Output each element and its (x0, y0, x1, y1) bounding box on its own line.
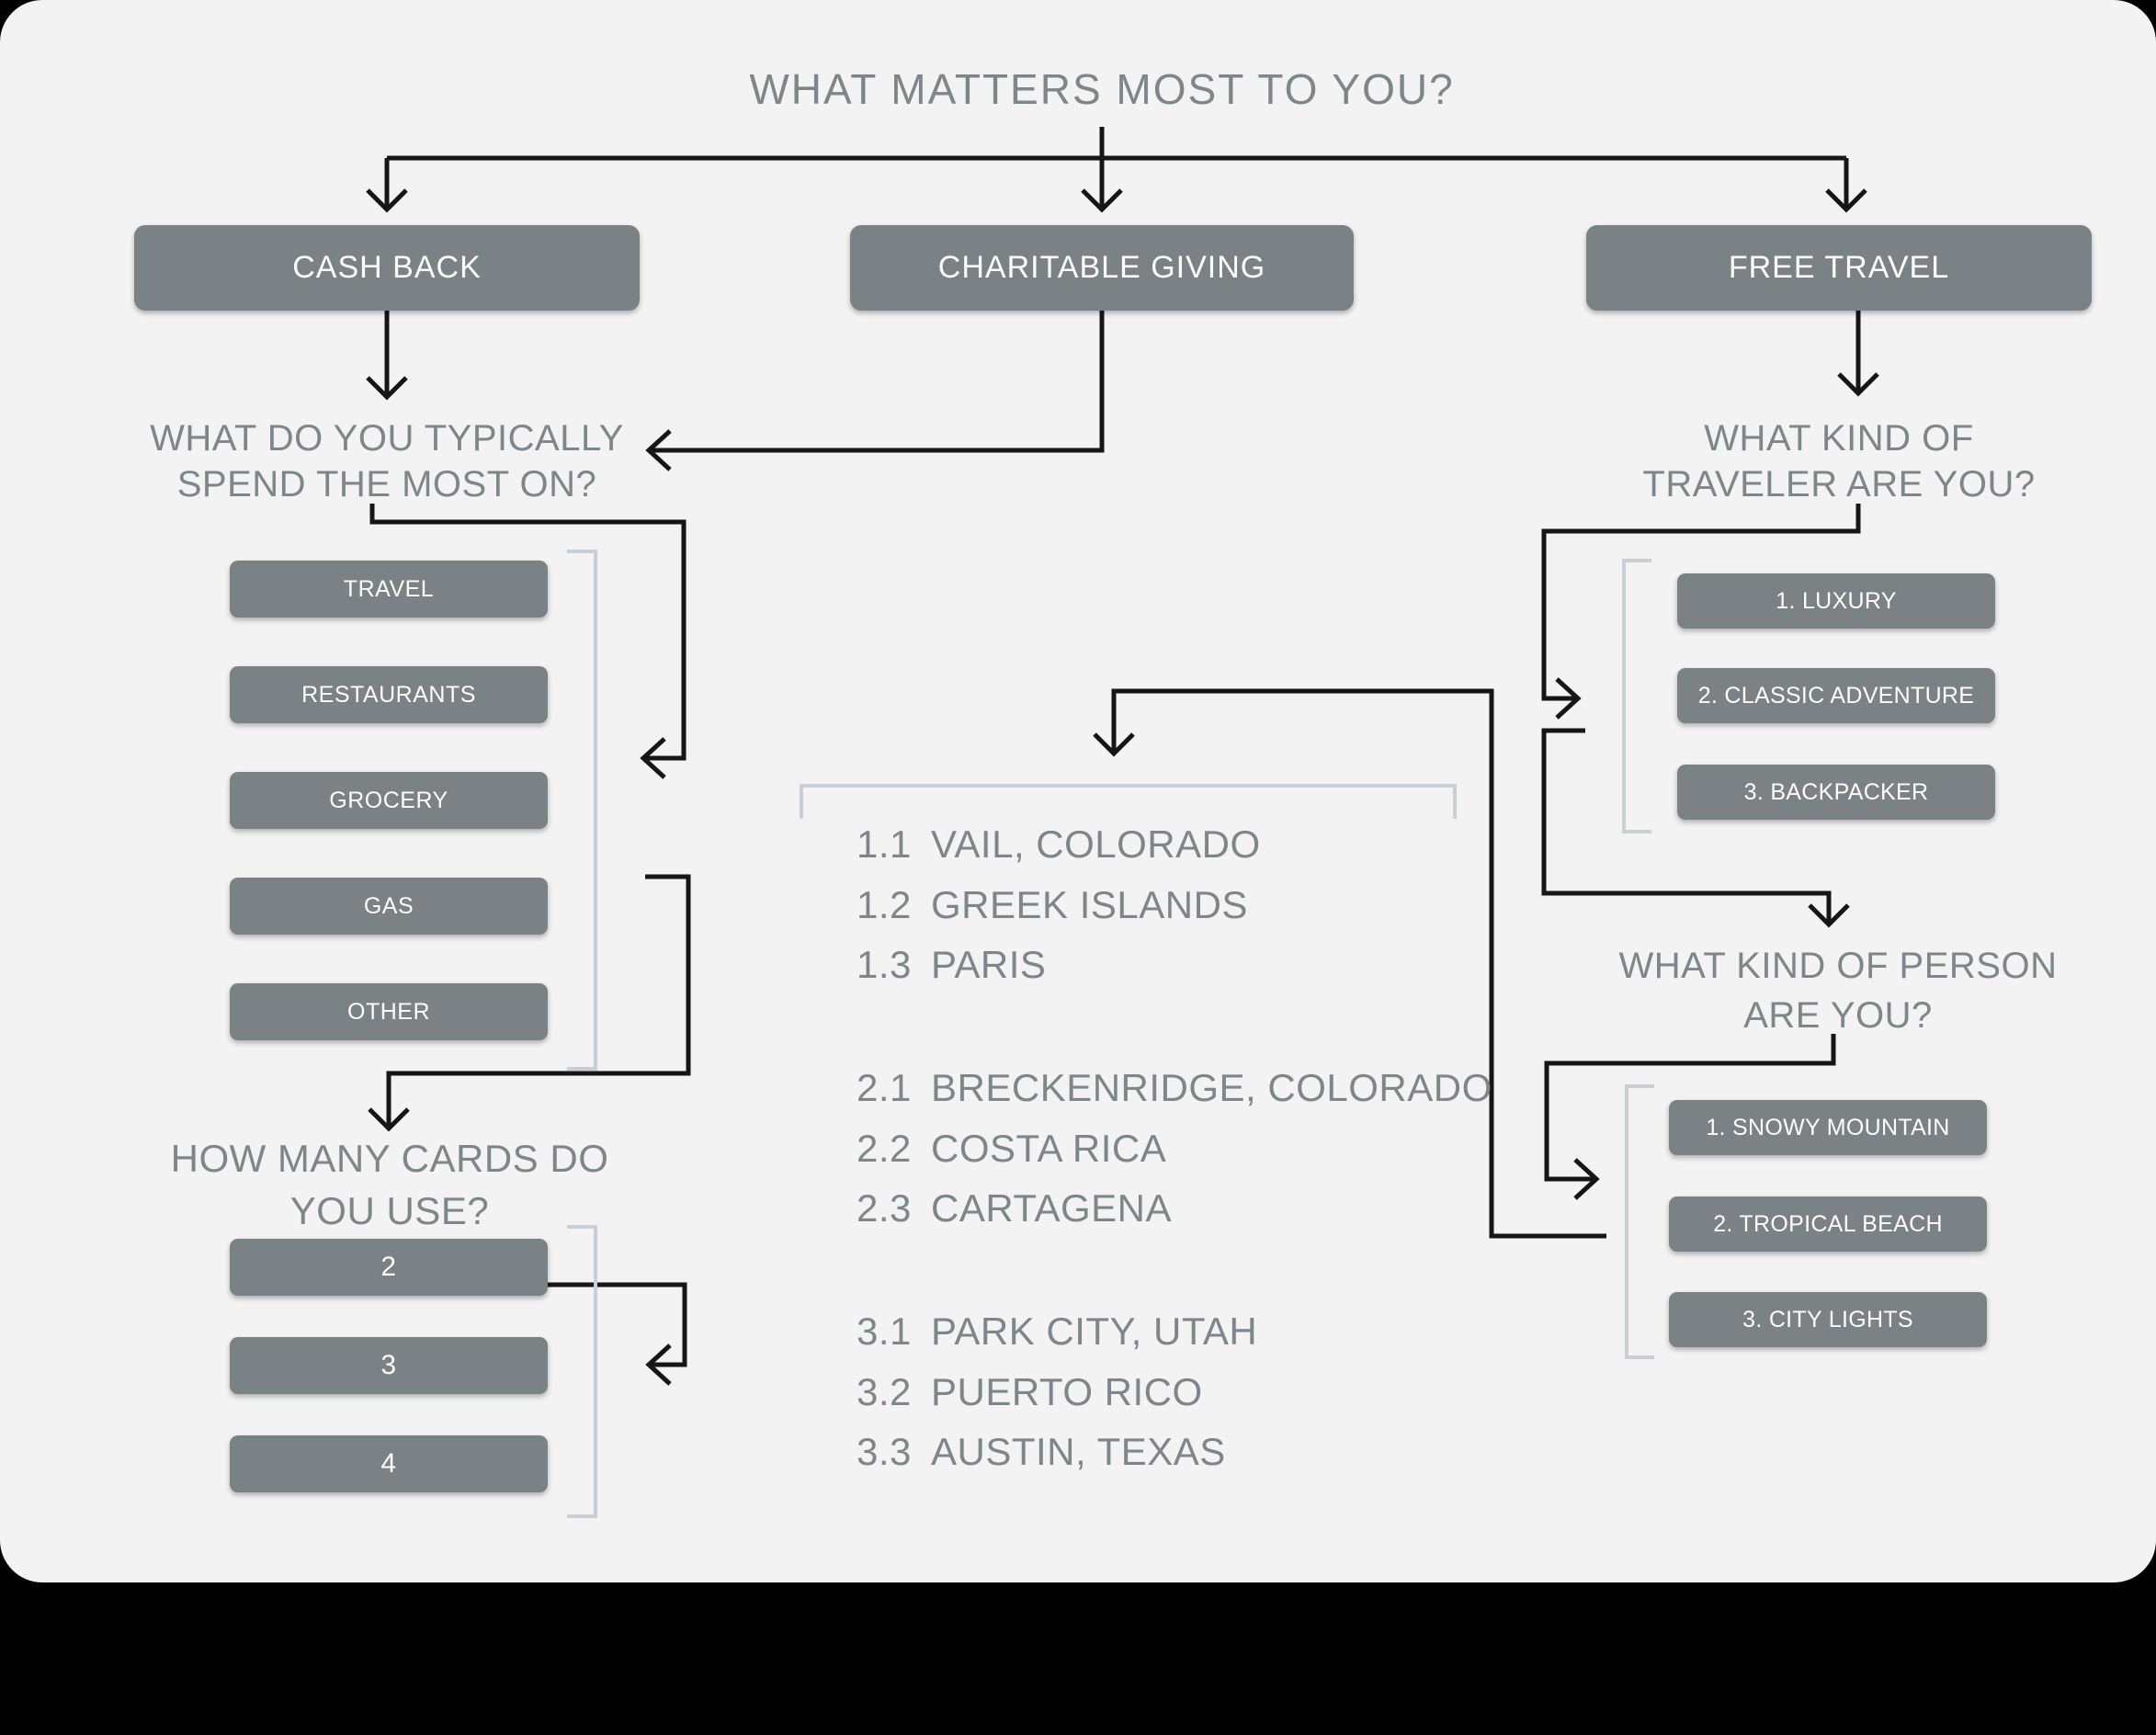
destination-label: VAIL, COLORADO (931, 822, 1261, 866)
destination-num: 3.3 (857, 1430, 912, 1473)
destination-num: 2.1 (857, 1066, 912, 1109)
charitable-giving-button[interactable]: CHARITABLE GIVING (850, 225, 1354, 311)
destination-item: 3.2 PUERTO RICO (857, 1373, 1203, 1412)
destination-num: 2.3 (857, 1186, 912, 1230)
cards-question-line2: YOU USE? (289, 1189, 490, 1232)
destination-item: 1.3 PARIS (857, 946, 1046, 984)
destination-item: 1.2 GREEK ISLANDS (857, 886, 1248, 924)
cards-question-line1: HOW MANY CARDS DO (170, 1137, 609, 1180)
traveler-options-bracket (1622, 559, 1651, 833)
cards-question: HOW MANY CARDS DO YOU USE? (114, 1132, 665, 1237)
spend-option-travel[interactable]: TRAVEL (230, 561, 548, 618)
arrow-cashback-to-spend-question (366, 311, 408, 401)
arrow-freetravel-to-traveler-question (1837, 311, 1879, 397)
card-option-2[interactable]: 2 (230, 1239, 548, 1296)
traveler-question-line1: WHAT KIND OF (1704, 418, 1974, 459)
destination-label: GREEK ISLANDS (931, 883, 1248, 926)
person-question: WHAT KIND OF PERSON ARE YOU? (1562, 941, 2114, 1040)
person-option-snowy-mountain[interactable]: 1. SNOWY MOUNTAIN (1669, 1100, 1987, 1155)
free-travel-button[interactable]: FREE TRAVEL (1586, 225, 2092, 311)
cash-back-button[interactable]: CASH BACK (134, 225, 640, 311)
arrow-to-cash-back (366, 158, 408, 213)
spend-option-other[interactable]: OTHER (230, 983, 548, 1040)
card-option-4[interactable]: 4 (230, 1435, 548, 1492)
traveler-option-classic-adventure[interactable]: 2. CLASSIC ADVENTURE (1677, 668, 1995, 723)
destination-label: AUSTIN, TEXAS (931, 1430, 1226, 1473)
spend-option-restaurants[interactable]: RESTAURANTS (230, 666, 548, 723)
destination-num: 3.2 (857, 1370, 912, 1413)
card-option-3[interactable]: 3 (230, 1337, 548, 1394)
traveler-question-line2: TRAVELER ARE YOU? (1642, 464, 2036, 505)
arrow-to-free-travel (1825, 158, 1867, 213)
spend-question: WHAT DO YOU TYPICALLY SPEND THE MOST ON? (111, 415, 663, 507)
destination-item: 2.2 COSTA RICA (857, 1129, 1166, 1168)
destination-label: PUERTO RICO (931, 1370, 1203, 1413)
destination-label: PARK CITY, UTAH (931, 1310, 1258, 1353)
person-question-line1: WHAT KIND OF PERSON (1618, 946, 2058, 986)
spend-options-bracket (567, 550, 597, 1071)
destination-item: 2.3 CARTAGENA (857, 1189, 1172, 1228)
destination-label: PARIS (931, 943, 1047, 986)
person-option-city-lights[interactable]: 3. CITY LIGHTS (1669, 1292, 1987, 1347)
spend-question-line2: SPEND THE MOST ON? (176, 464, 597, 505)
person-option-tropical-beach[interactable]: 2. TROPICAL BEACH (1669, 1196, 1987, 1252)
person-question-line2: ARE YOU? (1743, 995, 1933, 1036)
traveler-option-backpacker[interactable]: 3. BACKPACKER (1677, 765, 1995, 820)
spend-option-gas[interactable]: GAS (230, 878, 548, 935)
traveler-question: WHAT KIND OF TRAVELER ARE YOU? (1563, 415, 2115, 507)
spend-question-line1: WHAT DO YOU TYPICALLY (150, 418, 624, 459)
person-options-bracket (1625, 1084, 1654, 1359)
destination-num: 1.2 (857, 883, 912, 926)
destination-num: 1.1 (857, 822, 912, 866)
card-options-bracket (567, 1225, 597, 1518)
arrow-answers-to-destinations (1093, 688, 1606, 1239)
destination-label: COSTA RICA (931, 1127, 1167, 1170)
arrow-charitable-to-spend-question (645, 311, 1105, 471)
destination-item: 3.1 PARK CITY, UTAH (857, 1312, 1257, 1351)
destination-num: 1.3 (857, 943, 912, 986)
destination-num: 3.1 (857, 1310, 912, 1353)
destination-item: 1.1 VAIL, COLORADO (857, 825, 1261, 864)
arrow-title-to-charitable (1081, 127, 1123, 213)
flowchart-background: WHAT MATTERS MOST TO YOU? CASH BACK CHAR… (0, 0, 2156, 1582)
spend-option-grocery[interactable]: GROCERY (230, 772, 548, 829)
arrow-spend-question-to-options (369, 504, 687, 779)
destination-label: BRECKENRIDGE, COLORADO (931, 1066, 1492, 1109)
destination-item: 2.1 BRECKENRIDGE, COLORADO (857, 1069, 1492, 1107)
arrow-traveler-to-person-question (1541, 728, 1850, 928)
traveler-option-luxury[interactable]: 1. LUXURY (1677, 573, 1995, 629)
destination-num: 2.2 (857, 1127, 912, 1170)
destination-item: 3.3 AUSTIN, TEXAS (857, 1433, 1226, 1471)
destination-label: CARTAGENA (931, 1186, 1172, 1230)
destinations-bracket (800, 784, 1457, 819)
page-title: WHAT MATTERS MOST TO YOU? (749, 65, 1455, 113)
